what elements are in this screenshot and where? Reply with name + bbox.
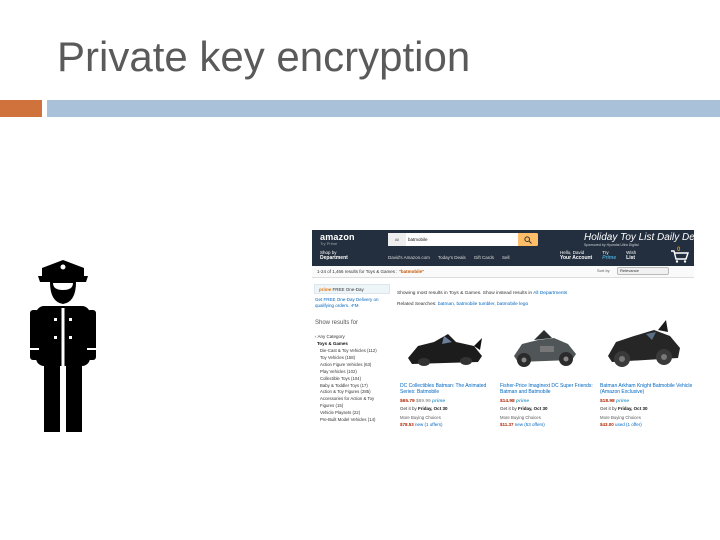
more-buying-choices: More Buying Choices [600,415,641,420]
search-category-select[interactable]: All [388,233,406,246]
accent-bar [0,100,42,117]
amazon-nav-bar: amazon Try Prime All Holiday Toy List Da… [312,230,694,266]
results-bar: 1-24 of 1,466 results for Toys & Games :… [312,266,694,278]
category-item[interactable]: Die-Cast & Toy Vehicles (112) [320,348,377,353]
category-item[interactable]: Action Figure Vehicles (63) [320,361,372,367]
other-offers[interactable]: $43.00 used (1 offer) [600,422,642,427]
amazon-screenshot: amazon Try Prime All Holiday Toy List Da… [312,230,694,434]
product-title[interactable]: DC Collectibles Batman: The Animated Ser… [400,383,487,396]
product-card: Batman Arkham Knight Batmobile Vehicle (… [600,314,694,434]
police-officer-icon [30,260,96,432]
category-item[interactable]: Figures (15) [320,403,344,409]
other-offers[interactable]: $11.37 new (53 offers) [500,422,545,427]
product-price: $65.79 $89.99 prime [400,399,446,404]
delivery-estimate: Get it by Friday, Oct 30 [500,406,548,411]
category-item[interactable]: Pre-Built Model Vehicles (14) [320,417,376,423]
department-notice: Showing most results in Toys & Games. Sh… [397,291,568,296]
product-card: Fisher-Price Imaginext DC Super Friends:… [500,314,596,434]
batmobile-animated-image[interactable] [404,316,484,378]
category-item[interactable]: Baby & Toddler Toys (17) [320,382,368,388]
slide-title: Private key encryption [57,33,471,80]
product-price: $14.98 prime [500,399,530,404]
related-search-links[interactable]: batman, batmobile tumbler, batmobile leg… [437,302,529,307]
search-bar: All [388,233,538,246]
prime-one-day-box[interactable]: prime FREE One-Day [314,284,390,294]
category-list: Die-Cast & Toy Vehicles (112) Toy Vehicl… [320,348,392,424]
imaginext-batmobile-image[interactable] [504,316,584,378]
category-root[interactable]: Toys & Games [317,341,348,346]
product-title[interactable]: Batman Arkham Knight Batmobile Vehicle (… [600,383,693,396]
cart-icon[interactable] [670,249,690,263]
more-buying-choices: More Buying Choices [400,415,441,420]
nav-link-gift-cards[interactable]: Gift Cards [473,255,495,260]
nav-links: David's Amazon.com Today's Deals Gift Ca… [388,255,510,260]
product-price: $18.98 prime [600,399,630,404]
category-item[interactable]: Collectible Toys (104) [320,375,361,381]
free-delivery-link[interactable]: Get FREE One-Day Delivery on qualifying … [315,297,379,308]
account-nav: Hello, David Your Account Try Prime Wish… [560,250,636,261]
any-category-link[interactable]: ‹ Any Category [315,334,345,339]
delivery-estimate: Get it by Friday, Oct 30 [400,406,448,411]
sort-select[interactable]: Relevance [617,267,669,275]
amazon-logo[interactable]: amazon [320,232,355,242]
refinement-sidebar: prime FREE One-Day Get FREE One-Day Deli… [312,280,392,434]
more-buying-choices: More Buying Choices [500,415,541,420]
your-account-menu[interactable]: Hello, David Your Account [560,250,593,261]
wish-list-link[interactable]: Wish List [626,250,637,261]
show-results-heading: Show results for [315,320,359,326]
logo-subtitle: Try Prime [320,241,338,246]
title-rule [47,100,720,117]
nav-link-todays-deals[interactable]: Today's Deals [437,255,466,260]
product-title[interactable]: Fisher-Price Imaginext DC Super Friends:… [500,383,593,396]
product-card: DC Collectibles Batman: The Animated Ser… [400,314,496,434]
nav-link-sell[interactable]: Sell [502,255,510,260]
try-prime-link[interactable]: Try Prime [602,250,617,261]
shop-by-department[interactable]: Shop by Department [320,250,348,261]
arkham-batmobile-image[interactable] [604,316,684,378]
promo-sponsor: Sponsored by Hyundai Ultra Digital [584,243,639,247]
all-departments-link[interactable]: All Departments [533,291,568,296]
delivery-estimate: Get it by Friday, Oct 30 [600,406,648,411]
search-button[interactable] [518,233,538,246]
category-item[interactable]: Toy Vehicles (158) [320,354,356,360]
category-item[interactable]: Play Vehicles (102) [320,368,357,374]
category-item[interactable]: Accessories for Action & Toy [320,396,375,402]
sort-label: Sort by [597,268,610,273]
results-count: 1-24 of 1,466 results for Toys & Games :… [317,269,425,274]
category-item[interactable]: Action & Toy Figures (285) [320,389,371,395]
related-searches: Related Searches: batman, batmobile tumb… [397,302,529,307]
category-item[interactable]: Vehicle Playsets (22) [320,410,361,416]
nav-link-my-amazon[interactable]: David's Amazon.com [388,255,430,260]
search-icon [524,236,532,244]
search-input[interactable] [408,233,518,246]
cart-count: 0 [677,247,681,253]
other-offers[interactable]: $78.53 new (1 offers) [400,422,443,427]
holiday-promo[interactable]: Holiday Toy List Daily Deals [584,232,694,243]
